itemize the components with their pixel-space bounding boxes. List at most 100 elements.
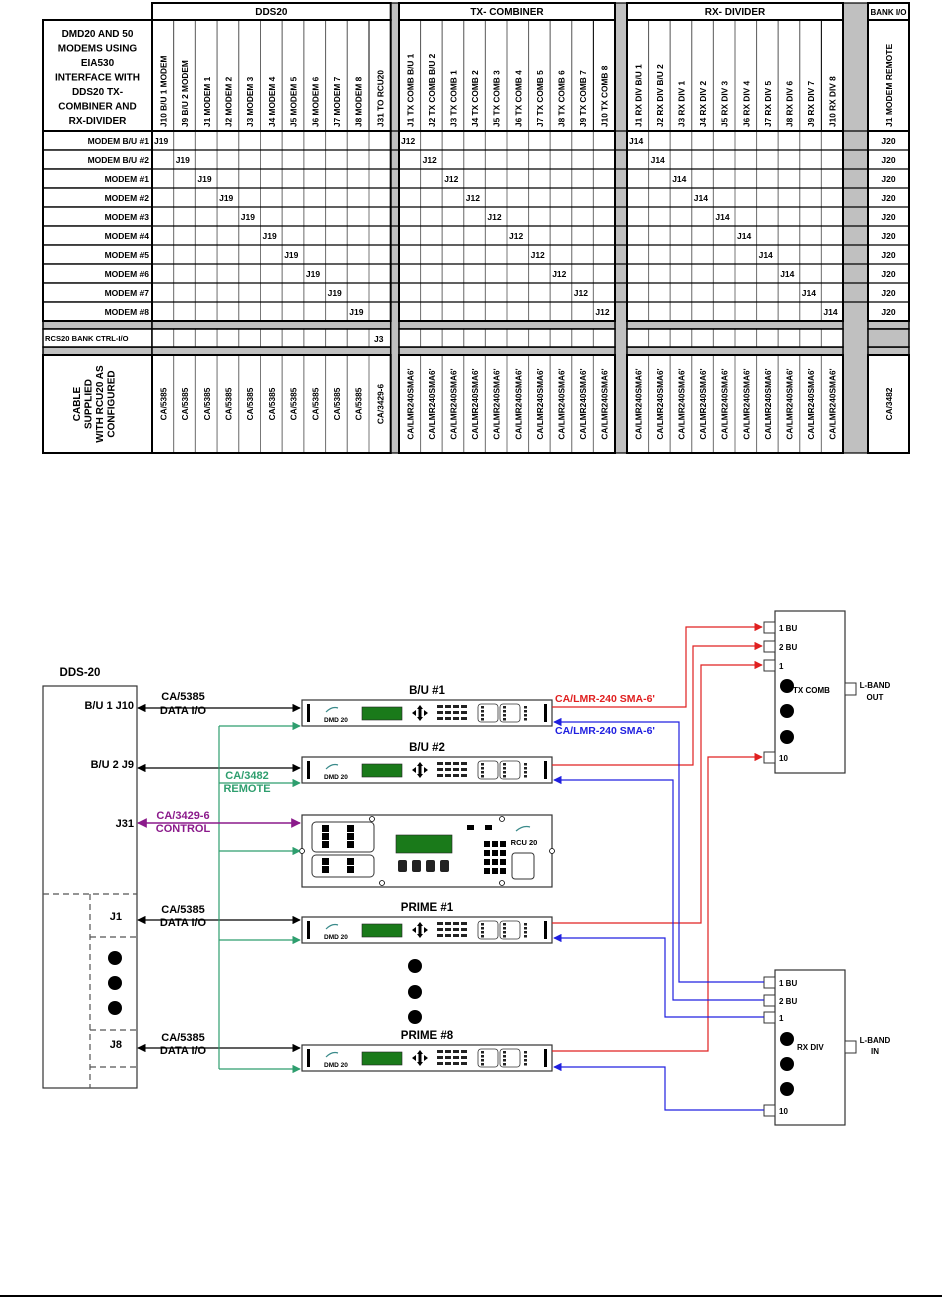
matrix-cell xyxy=(484,263,508,284)
corner-cell xyxy=(42,19,153,132)
ctrl-cell xyxy=(592,328,616,348)
ctrl-cell xyxy=(648,328,671,348)
matrix-cell xyxy=(506,149,530,170)
matrix-cell xyxy=(238,187,262,208)
keypad-button xyxy=(453,1050,459,1053)
rx-div-label: RX DIV xyxy=(797,1043,824,1052)
connector-value: J12 xyxy=(423,155,437,165)
led-indicator xyxy=(503,706,506,709)
bank-value: J20 xyxy=(881,307,895,317)
matrix-cell xyxy=(368,187,392,208)
ctrl-cell xyxy=(484,328,508,348)
led-indicator xyxy=(481,763,484,766)
cable-label-line: SUPPLIED xyxy=(84,379,95,429)
matrix-cell xyxy=(420,263,443,284)
matrix-cell xyxy=(260,282,283,303)
ctrl-cell xyxy=(238,328,262,348)
connector-value: J19 xyxy=(219,193,233,203)
cable-value: CA/5385 xyxy=(310,387,320,420)
rcu-keypad-button xyxy=(500,841,506,847)
ctrl-cell xyxy=(281,328,305,348)
matrix-cell xyxy=(281,130,305,151)
connector-value: J12 xyxy=(444,174,458,184)
matrix-cell xyxy=(756,206,779,227)
corner-label-line: INTERFACE WITH xyxy=(55,73,140,84)
matrix-cell xyxy=(648,206,671,227)
matrix-cell xyxy=(777,301,801,322)
matrix-cell xyxy=(216,225,240,246)
rcu-keypad-button xyxy=(484,868,490,874)
matrix-cell xyxy=(463,301,486,322)
matrix-cell xyxy=(484,282,508,303)
keypad-button xyxy=(461,717,467,720)
matrix-cell xyxy=(592,149,616,170)
matrix-cell xyxy=(669,301,693,322)
port-j8: J8 xyxy=(110,1039,122,1051)
column-header-3-0: J1 MODEM REMOTE xyxy=(884,44,894,127)
keypad-button xyxy=(437,711,443,714)
cable-value: CA/LMR240SMA6' xyxy=(405,368,415,439)
led-panel xyxy=(499,1048,521,1068)
matrix-cell xyxy=(820,244,844,265)
cable-value: CA/LMR240SMA6' xyxy=(427,368,437,439)
cable-value: CA/5385 xyxy=(223,387,233,420)
keypad-button xyxy=(437,934,443,937)
keypad-button xyxy=(461,934,467,937)
tx-link-p1 xyxy=(552,660,763,924)
connector-value: J12 xyxy=(552,269,566,279)
row-label: MODEM #7 xyxy=(105,288,150,298)
modem-unit: DMD 20 xyxy=(301,916,553,944)
matrix-cell xyxy=(528,225,551,246)
matrix-cell xyxy=(669,206,693,227)
matrix-cell xyxy=(648,130,671,151)
matrix-cell xyxy=(441,225,465,246)
matrix-cell xyxy=(260,187,283,208)
row-group-border xyxy=(626,130,844,322)
matrix-cell xyxy=(799,263,822,284)
matrix-cell xyxy=(549,282,573,303)
section-band xyxy=(398,346,616,356)
led-panel xyxy=(499,920,521,940)
direction-pad-icon xyxy=(418,925,422,935)
matrix-cell xyxy=(398,282,422,303)
row-label: MODEM B/U #2 xyxy=(88,155,150,165)
connector-value: J14 xyxy=(672,174,686,184)
connector-value: J14 xyxy=(629,136,643,146)
column-header-0-3: J2 MODEM 2 xyxy=(223,76,233,127)
rcu-keypad-button xyxy=(500,868,506,874)
led-indicator xyxy=(503,714,506,717)
matrix-cell xyxy=(712,149,736,170)
bank-value: J20 xyxy=(881,288,895,298)
matrix-cell xyxy=(303,130,327,151)
matrix-cell xyxy=(820,263,844,284)
led-indicator xyxy=(524,771,527,774)
led-indicator xyxy=(524,775,527,778)
matrix-cell xyxy=(528,206,551,227)
group-separator xyxy=(614,2,628,454)
rx-link-bu2 xyxy=(553,775,764,1001)
column-header-2-9: J10 RX DIV 8 xyxy=(828,76,838,127)
matrix-cell xyxy=(592,187,616,208)
led-indicator xyxy=(481,767,484,770)
cable-value: CA/5385 xyxy=(354,387,364,420)
matrix-cell xyxy=(799,149,822,170)
port-bu2: B/U 2 J9 xyxy=(91,759,134,771)
column-header-1-9: J10 TX COMB 8 xyxy=(600,65,610,127)
keypad-button xyxy=(437,1062,443,1065)
matrix-cell xyxy=(799,244,822,265)
led-indicator xyxy=(503,923,506,926)
group-header-1: TX- COMBINER xyxy=(470,7,544,18)
tx-port xyxy=(763,640,776,653)
rcu-port xyxy=(347,841,354,848)
matrix-cell xyxy=(346,282,370,303)
matrix-cell xyxy=(691,263,714,284)
matrix-cell xyxy=(216,244,240,265)
connector-value: J19 xyxy=(263,231,277,241)
connector-value: J14 xyxy=(759,250,773,260)
cable-value: CA/LMR240SMA6' xyxy=(633,368,643,439)
tx-cable-label: CA/LMR-240 SMA-6' xyxy=(555,693,655,705)
cable-value: CA/LMR240SMA6' xyxy=(763,368,773,439)
matrix-cell xyxy=(238,168,262,189)
bank-value: J20 xyxy=(881,155,895,165)
rcu-model: RCU 20 xyxy=(511,838,538,847)
